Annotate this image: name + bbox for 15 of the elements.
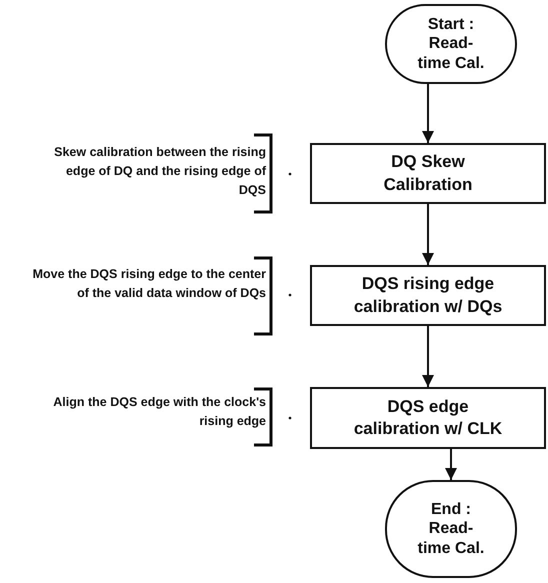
annotation-text: Align the DQS edge with the clock's rising edge bbox=[52, 394, 266, 430]
arrow bbox=[445, 449, 457, 480]
arrow bbox=[422, 204, 434, 265]
process-box bbox=[310, 265, 546, 326]
process-box bbox=[310, 143, 546, 204]
arrow bbox=[422, 326, 434, 387]
node-text: DQS rising edge calibration w/ DQs bbox=[352, 273, 504, 318]
node-text: DQ Skew Calibration bbox=[382, 151, 474, 196]
node-text: End : Read-time Cal. bbox=[416, 500, 486, 558]
arrow bbox=[422, 84, 434, 143]
annotation-text: Skew calibration between the rising edge of DQ and the rising edge of DQS bbox=[53, 144, 266, 198]
annotation-text: Move the DQS rising edge to the center of the valid data window of DQs bbox=[32, 266, 266, 302]
node-text: DQS edge calibration w/ CLK bbox=[352, 396, 504, 440]
node-text: Start : Read-time Cal. bbox=[416, 15, 486, 73]
process-box bbox=[310, 387, 546, 449]
